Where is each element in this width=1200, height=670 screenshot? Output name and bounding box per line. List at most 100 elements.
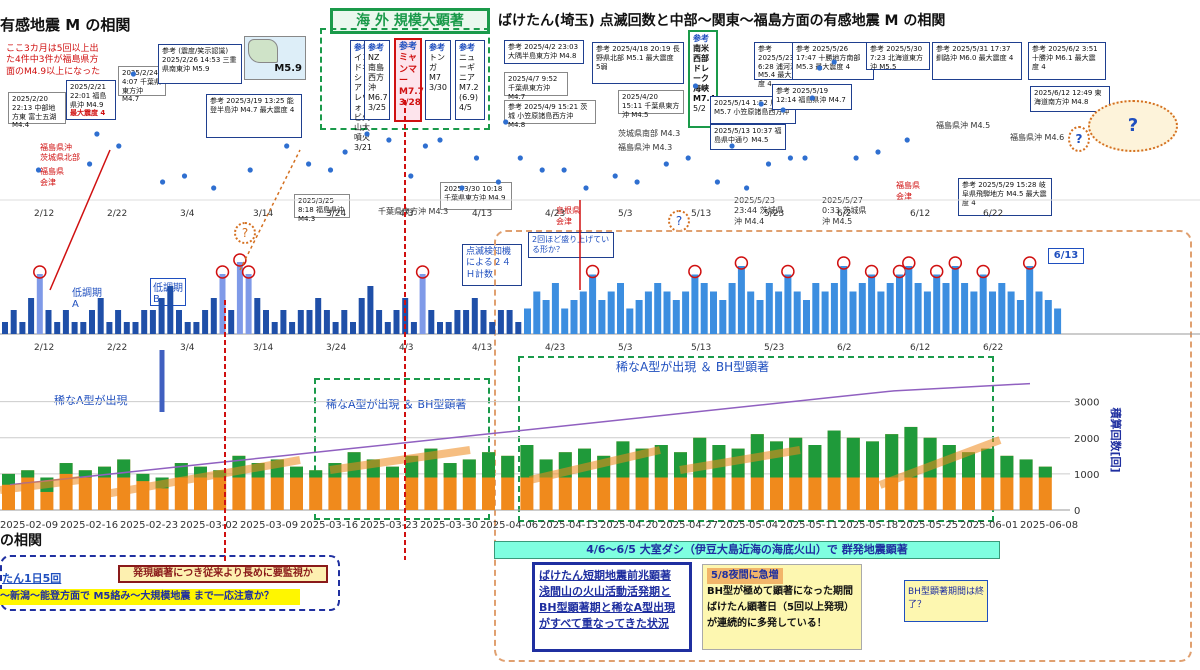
- blink-bar-a: [332, 322, 339, 334]
- blink-bar-a: [228, 310, 235, 334]
- blink-bar-b: [710, 291, 717, 334]
- blink-bar-a: [184, 322, 191, 334]
- scatter-x-tick: 6/12: [910, 209, 930, 219]
- question-mark-icon-big: ?: [1088, 100, 1178, 152]
- blink-bar-b: [542, 300, 550, 334]
- lower-bar-green: [213, 470, 227, 478]
- lower-bar-orange: [1038, 466, 1052, 510]
- scatter-point: [87, 161, 93, 167]
- blink-bar-a: [106, 322, 113, 334]
- blink-bar-a: [71, 322, 78, 334]
- blink-peak-circle: [864, 264, 879, 279]
- quake-box-1: 2025/2/21 22:01 福島県沖 M4.9 最大震度 4: [66, 80, 116, 120]
- lower-bar-orange: [78, 470, 92, 510]
- blink-bar-a: [254, 298, 261, 334]
- lower-bar-green: [98, 466, 111, 478]
- overseas-box-myanmar: 参考 ミャンマー M7.7 3/28: [394, 38, 424, 122]
- blink-bar-b: [570, 300, 578, 334]
- daily5-label: たん1日5回: [2, 572, 62, 585]
- lower-bar-green: [270, 459, 284, 478]
- watch-long-note: 発現顕著につき従来より長めに要監視か: [118, 565, 328, 583]
- lower-x-tick: 2025-03-02: [180, 520, 238, 531]
- blink-bar-b: [998, 283, 1006, 334]
- blink-bar-b: [589, 274, 597, 334]
- blink-x-tick: 6/22: [983, 343, 1003, 353]
- quake-box-17: 参考 2025/5/26 17:47 十勝地方南部 M5.3 最大震度 4: [792, 42, 874, 80]
- blink-bar-a: [210, 298, 217, 334]
- lower-y-tick: 2000: [1074, 434, 1099, 445]
- niigata-note: ～新潟～能登方面で M5絡み～大規模地震 まで一応注意か？: [0, 589, 300, 605]
- blink-bar-a: [445, 322, 452, 334]
- small-label-6: 茨城県南部 M4.3: [618, 129, 681, 138]
- quake-box-7: 2025/3/25 8:18 福島県沖 M4.3: [294, 194, 350, 223]
- quake-box-0: 2025/2/20 22:13 中部地方東 富士五湖 M4.4: [8, 92, 66, 129]
- lower-bar-orange: [1000, 455, 1014, 510]
- lower-bar-orange: [136, 473, 150, 510]
- blink-bar-a: [341, 310, 348, 334]
- scatter-point: [685, 155, 691, 161]
- blink-bar-b: [682, 291, 690, 334]
- blink-bar-a: [376, 310, 383, 334]
- lower-bar-orange: [2, 473, 15, 510]
- lower-bar-orange: [290, 466, 303, 510]
- blink-bar-a: [306, 310, 313, 334]
- scatter-x-tick: 5/3: [618, 209, 632, 219]
- blink-bar-b: [691, 274, 699, 334]
- blink-bar-a: [36, 274, 43, 334]
- small-label-1: 茨城県北部: [40, 153, 80, 162]
- blink-bar-a: [271, 322, 278, 334]
- scatter-point: [116, 143, 122, 149]
- blink-peak-circle: [836, 256, 851, 270]
- quake-label-25: 福島県沖 M4.6: [1010, 133, 1065, 142]
- blink-bar-b: [1026, 266, 1034, 334]
- lower-bar-green: [1000, 455, 1014, 478]
- blink-peak-circle: [1022, 256, 1037, 270]
- lower-bar-orange: [194, 466, 207, 510]
- blink-bar-a: [141, 310, 148, 334]
- omuro-bar: 4/6～6/5 大室ダシ（伊豆大島近海の海底火山）で 群発地震顕著: [494, 541, 1000, 559]
- quake-box-6: 参考 2025/3/19 13:25 能登半島沖 M4.7 最大震度 4: [206, 94, 302, 138]
- blink-peak-circle: [33, 265, 47, 279]
- blink-peak-circle: [734, 256, 749, 270]
- blink-x-tick: 3/24: [326, 343, 346, 353]
- blink-x-tick: 3/14: [253, 343, 273, 353]
- question-mark-icon-1: ?: [1068, 126, 1090, 152]
- trend-arrow: [0, 476, 81, 494]
- blink-bar-b: [533, 291, 541, 334]
- lower-x-tick: 2025-06-08: [1020, 520, 1078, 531]
- scatter-point: [327, 167, 334, 173]
- blink-bar-b: [654, 283, 662, 334]
- scatter-point: [583, 185, 589, 191]
- blink-peak-circle: [585, 264, 600, 279]
- blink-bar-b: [803, 300, 810, 334]
- blink-bar-a: [280, 310, 287, 334]
- blink-bar-a: [236, 262, 243, 334]
- quake-box-9: 参考 2025/4/2 23:03 大隅半島東方沖 M4.8: [504, 40, 584, 64]
- scatter-x-tick: 3/4: [180, 209, 195, 219]
- blink-bar-a: [19, 322, 26, 334]
- blink-x-tick: 2/22: [107, 343, 127, 353]
- blink-bar-a: [437, 322, 443, 334]
- scatter-x-tick: 3/14: [253, 209, 273, 219]
- lower-bar-green: [136, 473, 150, 482]
- map-inset: M5.9: [244, 36, 306, 80]
- lower-bar-orange: [232, 455, 246, 510]
- blink-bar-b: [1054, 308, 1062, 334]
- right-green-frame: [518, 356, 994, 522]
- lower-bar-orange: [98, 466, 111, 510]
- blink-bar-b: [672, 300, 680, 334]
- blink-bar-b: [765, 283, 773, 334]
- scatter-point: [765, 161, 772, 167]
- lower-bar-green: [232, 455, 246, 478]
- blink-bar-a: [393, 310, 400, 334]
- blink-bar-a: [515, 322, 522, 334]
- blink-x-tick: 5/13: [691, 343, 711, 353]
- scatter-point: [714, 179, 721, 185]
- blink-bar-a: [149, 310, 156, 334]
- blink-bar-a: [202, 310, 209, 334]
- blink-bar-a: [54, 322, 61, 334]
- lower-bar-orange: [117, 459, 131, 510]
- blink-bar-b: [644, 291, 652, 334]
- blink-bar-a: [402, 298, 409, 334]
